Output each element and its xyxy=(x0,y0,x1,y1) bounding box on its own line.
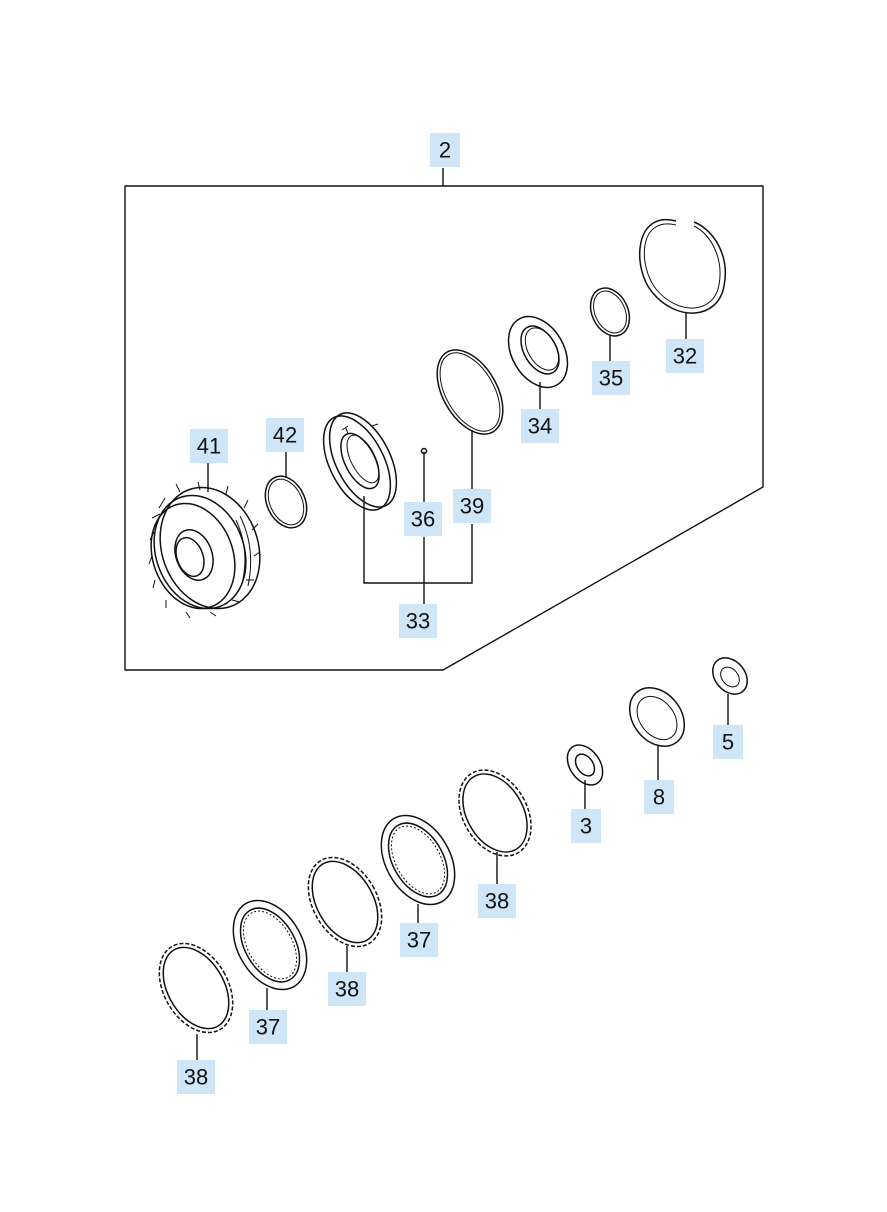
callout-41: 41 xyxy=(190,429,228,463)
callout-39: 39 xyxy=(453,489,491,523)
svg-text:37: 37 xyxy=(407,928,431,953)
callout-2: 2 xyxy=(430,133,460,167)
svg-text:34: 34 xyxy=(528,414,552,439)
svg-text:32: 32 xyxy=(673,344,697,369)
part-36-ball xyxy=(420,447,428,455)
callout-5: 5 xyxy=(713,725,743,759)
part-3-bearing xyxy=(566,744,604,786)
svg-text:35: 35 xyxy=(599,366,623,391)
svg-text:38: 38 xyxy=(485,889,509,914)
svg-text:39: 39 xyxy=(460,494,484,519)
part-37-disc-b xyxy=(232,899,308,991)
part-33-piston xyxy=(322,412,398,511)
part-38-plate-b xyxy=(307,856,383,948)
part-32-snapring xyxy=(639,218,726,314)
assembly-boundary xyxy=(124,185,764,671)
svg-text:5: 5 xyxy=(722,730,734,755)
svg-text:36: 36 xyxy=(411,507,435,532)
callout-36: 36 xyxy=(404,502,442,536)
callout-42: 42 xyxy=(266,418,304,452)
part-8-washer xyxy=(628,687,686,747)
callout-38-a: 38 xyxy=(478,884,516,918)
callout-37-a: 37 xyxy=(400,923,438,957)
svg-text:38: 38 xyxy=(335,977,359,1002)
leader-lines xyxy=(196,168,729,1060)
part-35-snapring xyxy=(589,287,631,337)
part-5-washer xyxy=(712,657,748,695)
part-39-seal xyxy=(436,349,504,435)
svg-text:37: 37 xyxy=(256,1015,280,1040)
svg-text:2: 2 xyxy=(439,138,451,163)
part-34-spring xyxy=(507,315,569,389)
callout-3: 3 xyxy=(571,809,601,843)
callout-37-b: 37 xyxy=(249,1010,287,1044)
part-38-plate-a xyxy=(458,769,532,857)
part-37-disc-a xyxy=(380,814,456,906)
svg-text:3: 3 xyxy=(580,814,592,839)
callout-38-c: 38 xyxy=(177,1060,215,1094)
callout-34: 34 xyxy=(521,409,559,443)
part-41-drum xyxy=(148,481,261,619)
part-42-oring xyxy=(264,475,308,529)
callout-32: 32 xyxy=(666,339,704,373)
svg-text:8: 8 xyxy=(653,785,665,810)
svg-text:33: 33 xyxy=(406,609,430,634)
callout-38-b: 38 xyxy=(328,972,366,1006)
callout-8: 8 xyxy=(644,780,674,814)
part-38-plate-c xyxy=(158,942,234,1034)
svg-text:38: 38 xyxy=(184,1065,208,1090)
callout-33: 33 xyxy=(399,604,437,638)
svg-text:42: 42 xyxy=(273,423,297,448)
callout-35: 35 xyxy=(592,361,630,395)
svg-text:41: 41 xyxy=(197,434,221,459)
